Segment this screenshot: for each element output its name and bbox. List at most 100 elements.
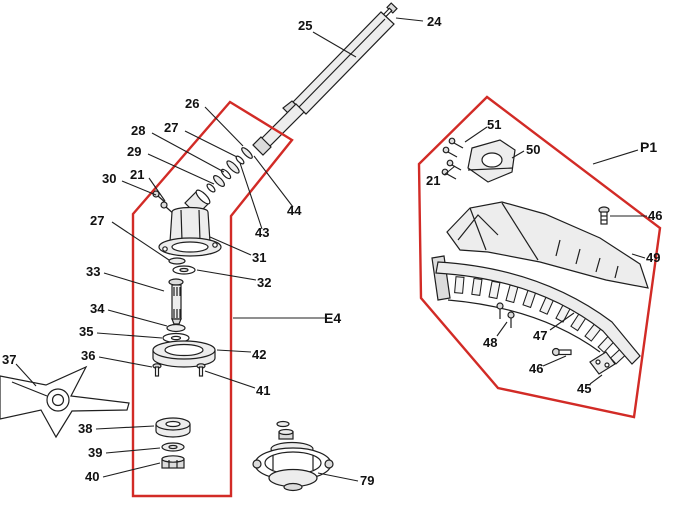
part-label-47: 47: [533, 328, 547, 343]
leader-line: [111, 221, 170, 261]
nut-40: [161, 455, 185, 469]
leader-line: [253, 155, 294, 208]
leader-line: [148, 177, 166, 202]
washer: [241, 147, 253, 159]
part-label-43: 43: [255, 225, 269, 240]
part-label-36: 36: [81, 348, 95, 363]
cup-washer-38: [155, 417, 191, 438]
bump-knob: [283, 482, 303, 492]
leader-line: [98, 356, 153, 368]
leader-line: [496, 321, 508, 337]
leader-line: [121, 180, 157, 196]
washer-32-hole: [179, 267, 189, 273]
leader-line: [592, 149, 639, 165]
leader-line: [209, 236, 252, 256]
part-label-27a: 27: [164, 120, 178, 135]
line-eyelet: [324, 459, 334, 469]
housing-body: [169, 206, 211, 243]
plate-45: [589, 351, 616, 375]
leader-line: [312, 31, 357, 58]
lock-washer: [206, 183, 216, 193]
tube-coupler: [252, 136, 272, 156]
part-label-49: 49: [646, 250, 660, 265]
gearhead-assembly: [152, 189, 222, 469]
housing-rib: [198, 209, 201, 242]
region-label-p1: P1: [640, 139, 657, 155]
part-label-25: 25: [298, 18, 312, 33]
serrated-guard-47: [431, 255, 641, 365]
leader-line: [184, 130, 238, 158]
leader-line: [147, 153, 215, 185]
trimmer-head-79: [252, 420, 334, 492]
part-label-41: 41: [256, 383, 270, 398]
leader-line: [96, 332, 163, 339]
part-label-38: 38: [78, 421, 92, 436]
leader-line: [542, 355, 567, 367]
bolt-41: [196, 363, 206, 377]
neck-opening: [195, 189, 211, 205]
guard-extension-49: [446, 201, 649, 289]
washer-stack: [152, 147, 253, 216]
part-label-27b: 27: [90, 213, 104, 228]
part-label-21b: 21: [426, 173, 440, 188]
part-label-51: 51: [487, 117, 501, 132]
line-eyelet: [252, 459, 262, 469]
head-washer: [276, 420, 290, 428]
callouts: 24 25 26 27 28 29 30 21 44 43 31 27 32 3…: [2, 14, 662, 488]
clamp-bracket-50: [467, 139, 516, 183]
washer: [226, 160, 240, 174]
leader-line: [105, 447, 161, 454]
leader-line: [102, 462, 161, 478]
leader-line: [631, 253, 646, 259]
leader-line: [107, 309, 168, 327]
part-label-42: 42: [252, 347, 266, 362]
leader-line: [204, 106, 244, 147]
part-label-79: 79: [360, 473, 374, 488]
part-label-33: 33: [86, 264, 100, 279]
screw-51: [442, 137, 464, 158]
spline-shaft-33: [168, 278, 184, 325]
part-label-29: 29: [127, 144, 141, 159]
bolt-36: [152, 363, 162, 377]
guard-assembly: [431, 137, 649, 375]
washer: [213, 175, 225, 187]
blade-center-ring: [46, 388, 70, 412]
part-label-45: 45: [577, 381, 591, 396]
housing-flange-inner: [171, 241, 209, 253]
part-label-31: 31: [252, 250, 266, 265]
part-label-46b: 46: [529, 361, 543, 376]
part-label-50: 50: [526, 142, 540, 157]
region-e4-outline: [131, 100, 294, 498]
part-label-40: 40: [85, 469, 99, 484]
flange-bolt-hole: [162, 246, 168, 252]
part-label-28: 28: [131, 123, 145, 138]
leader-line: [589, 374, 603, 385]
leader-lines: [15, 17, 647, 482]
tube-highlight: [298, 18, 386, 108]
washer-27b: [168, 257, 186, 265]
part-label-39: 39: [88, 445, 102, 460]
leader-line: [196, 269, 257, 281]
leader-line: [395, 17, 424, 22]
part-label-21a: 21: [130, 167, 144, 182]
head-nut: [278, 428, 294, 440]
washer-39-hole: [168, 444, 178, 450]
leader-line: [549, 312, 575, 331]
leader-line: [15, 363, 37, 387]
housing-rib: [180, 209, 183, 242]
leader-line: [95, 425, 155, 430]
leader-line: [204, 370, 256, 389]
leader-line: [464, 126, 488, 143]
washer-34: [166, 323, 186, 333]
part-label-37: 37: [2, 352, 16, 367]
leader-line: [511, 150, 525, 159]
part-label-35: 35: [79, 324, 93, 339]
shaft-assembly: [252, 2, 398, 156]
part-label-30: 30: [102, 171, 116, 186]
blade-37: [0, 365, 130, 439]
part-label-44: 44: [287, 203, 302, 218]
leader-line: [443, 165, 456, 176]
blade-holder-42: [152, 340, 216, 368]
